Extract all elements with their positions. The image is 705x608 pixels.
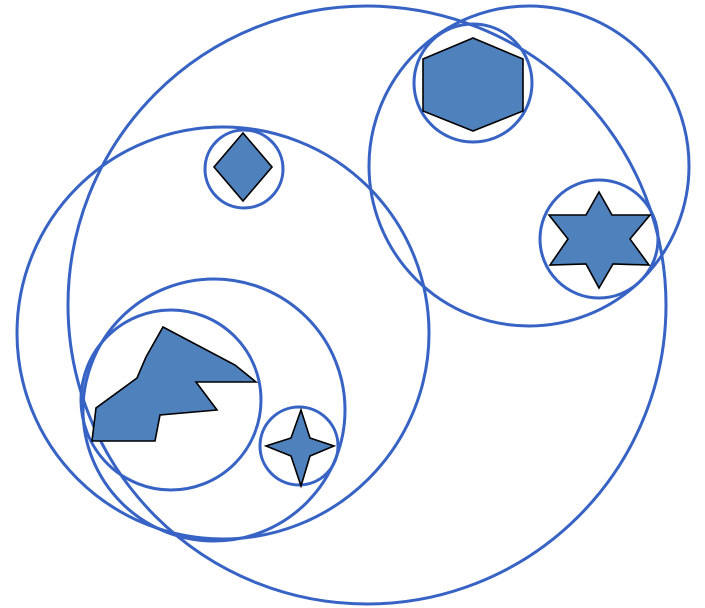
four-point-star-circle xyxy=(258,405,340,487)
polygon-circle xyxy=(79,308,263,492)
six-point-star-icon xyxy=(547,190,652,290)
top-right-circle xyxy=(367,4,691,328)
four-point-star-icon xyxy=(263,407,337,489)
diamond-circle xyxy=(203,128,285,210)
outer-large-circle xyxy=(66,4,668,606)
star-circle xyxy=(538,178,660,300)
circle-group xyxy=(15,4,691,606)
diamond-icon xyxy=(212,131,274,203)
irregular-polygon-icon xyxy=(91,325,259,442)
hexagon-icon xyxy=(422,37,524,132)
shape-group xyxy=(91,37,652,489)
left-circle xyxy=(15,125,431,541)
hexagon-circle xyxy=(412,22,534,144)
